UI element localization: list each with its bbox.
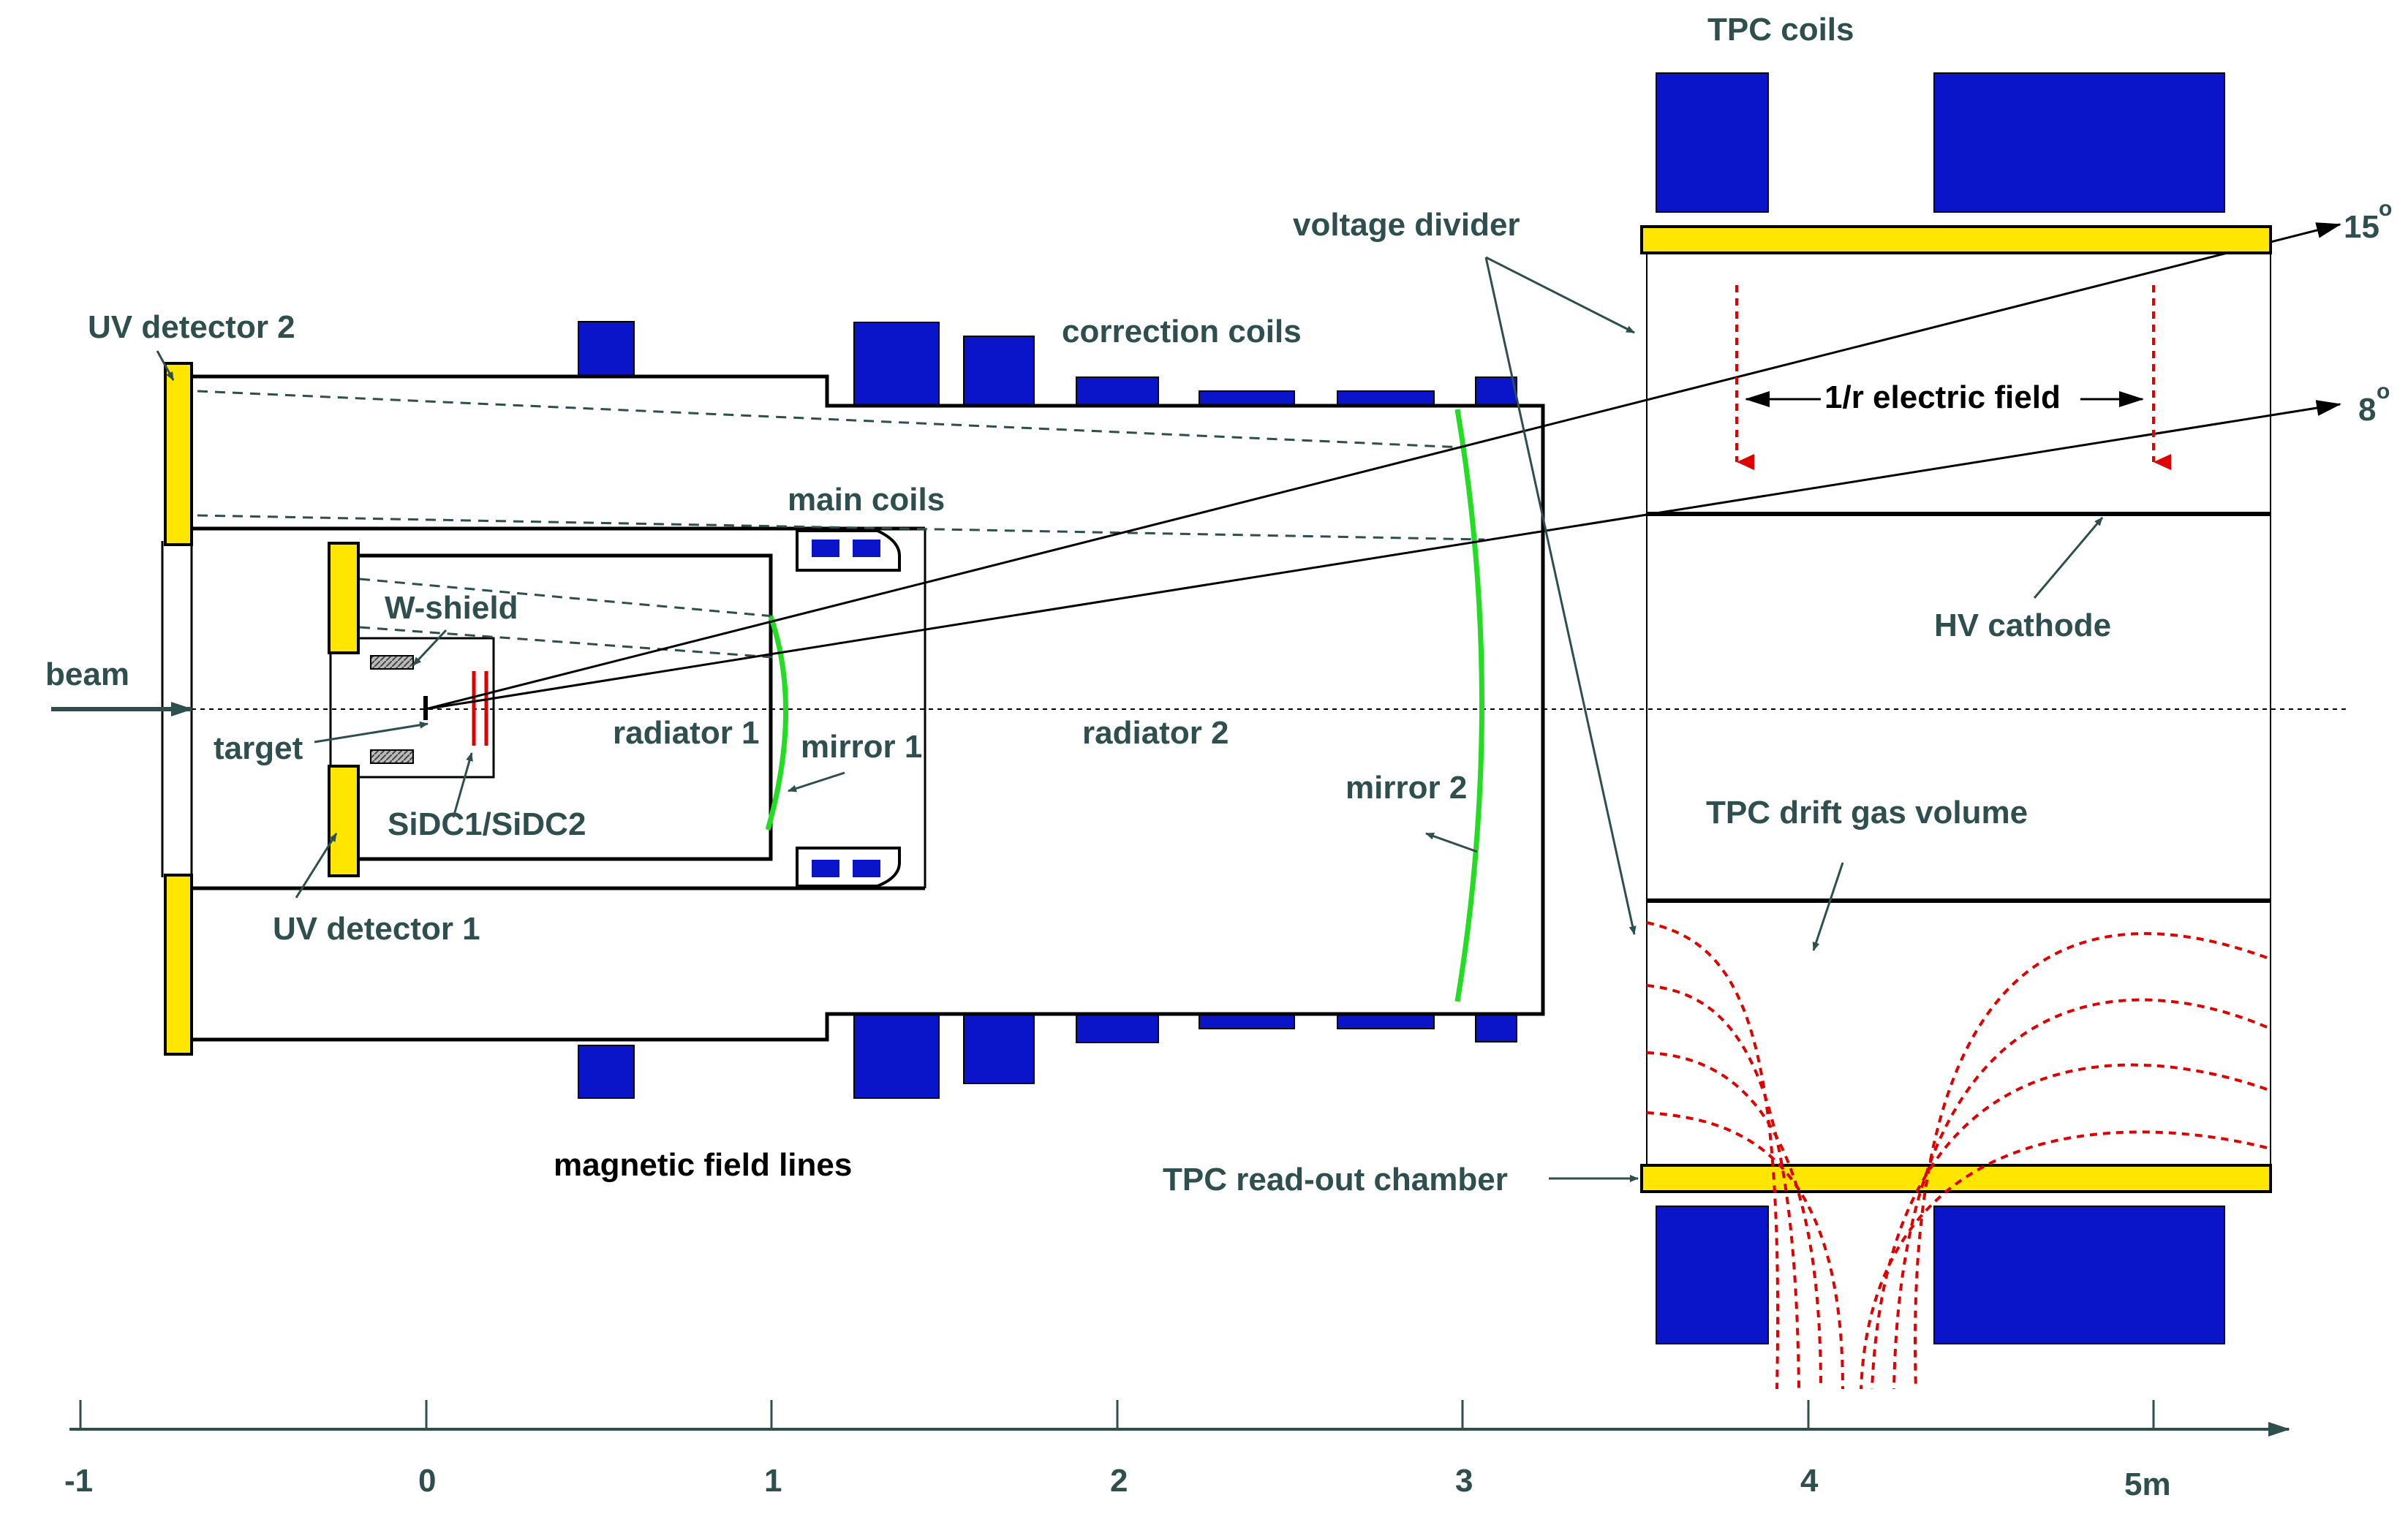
- label-uv-detector-1: UV detector 1: [273, 911, 480, 947]
- label-radiator-1: radiator 1: [613, 715, 760, 751]
- label-w-shield: W-shield: [385, 590, 518, 626]
- acceptance-lines: [197, 390, 1485, 659]
- label-mirror-2: mirror 2: [1345, 770, 1467, 806]
- label-angle-15: 15: [2344, 209, 2379, 245]
- label-angle-15-degree: o: [2379, 197, 2392, 221]
- tick-label: 0: [418, 1463, 436, 1499]
- label-angle-8-degree: o: [2377, 379, 2390, 404]
- tpc-readout-plate: [1640, 1164, 2272, 1193]
- tick-label: -1: [64, 1463, 93, 1499]
- label-tpc-coils: TPC coils: [1707, 12, 1854, 48]
- correction-coils: [578, 321, 1517, 1099]
- electric-field-arrows: [1735, 285, 2171, 470]
- label-uv-detector-2: UV detector 2: [88, 309, 295, 345]
- label-angle-8: 8: [2358, 392, 2376, 428]
- main-coils: [796, 529, 901, 888]
- label-sidc: SiDC1/SiDC2: [388, 806, 586, 842]
- tick-label: 4: [1800, 1463, 1819, 1499]
- label-beam: beam: [45, 656, 129, 692]
- label-radiator-2: radiator 2: [1082, 715, 1229, 751]
- uv-detectors: [164, 362, 360, 1056]
- label-electric-field: 1/r electric field: [1824, 379, 2061, 415]
- tpc-coils: [1656, 72, 2225, 1344]
- label-main-coils: main coils: [788, 482, 945, 518]
- label-readout-chamber: TPC read-out chamber: [1163, 1162, 1508, 1197]
- scale-axis: -1 0 1 2 3 4 5m: [64, 1400, 2290, 1502]
- tick-label: 5m: [2124, 1467, 2171, 1502]
- mirror-1: [765, 615, 788, 830]
- label-field-lines: magnetic field lines: [554, 1147, 852, 1183]
- label-target: target: [214, 730, 303, 766]
- trajectories: [425, 222, 2341, 711]
- tpc-top-plate: [1640, 225, 2272, 254]
- tpc-vessel: [1646, 252, 2271, 1166]
- tick-label: 1: [764, 1463, 782, 1499]
- label-pointers: [156, 256, 2104, 1182]
- tick-label: 3: [1455, 1463, 1473, 1499]
- label-drift-gas: TPC drift gas volume: [1706, 795, 2028, 830]
- label-voltage-divider: voltage divider: [1293, 207, 1520, 243]
- sidc-planes: [472, 671, 488, 746]
- label-hv-cathode: HV cathode: [1934, 608, 2111, 643]
- tick-label: 2: [1110, 1463, 1128, 1499]
- drift-field-lines: [1646, 921, 2268, 1390]
- label-mirror-1: mirror 1: [801, 729, 922, 765]
- label-correction-coils: correction coils: [1062, 314, 1302, 349]
- mirror-2: [1454, 409, 1484, 1002]
